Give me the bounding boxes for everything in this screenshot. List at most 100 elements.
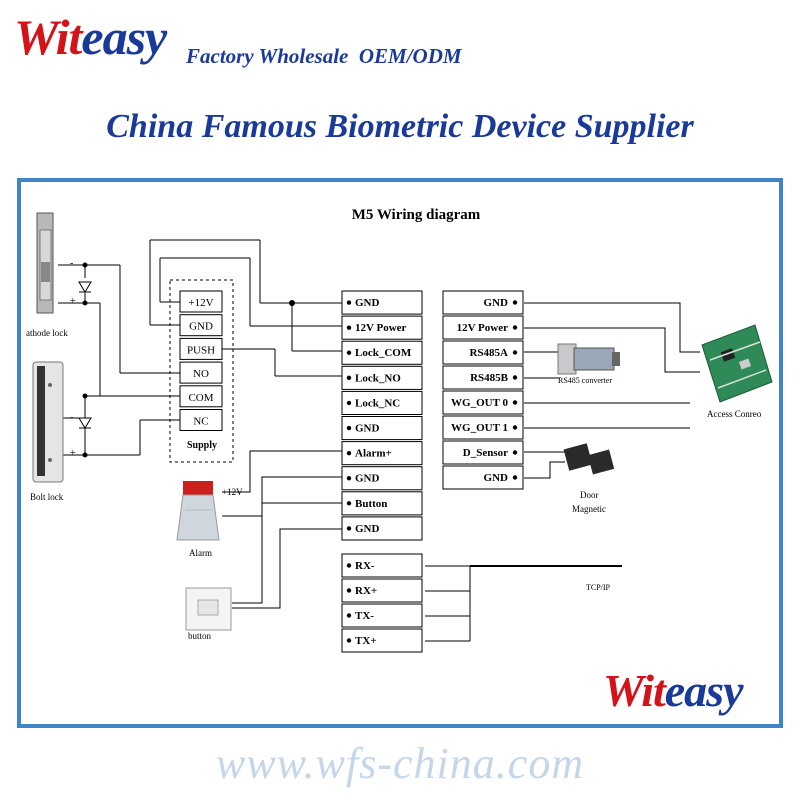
diode-icon — [78, 281, 92, 293]
supply-terminal — [179, 314, 223, 337]
door-magnetic-label-1: Door — [580, 490, 599, 500]
terminal-dot — [346, 526, 352, 531]
terminal-dot — [512, 425, 518, 430]
brand-logo-top: Witeasy — [14, 9, 167, 65]
terminal-label: RS485A — [469, 347, 508, 359]
terminal-cell — [341, 491, 423, 516]
terminal-cell — [442, 315, 524, 340]
alarm-label: Alarm — [189, 548, 212, 558]
alarm-icon — [176, 481, 220, 541]
brand-logo-bottom-part1: Wit — [603, 665, 666, 716]
brand-logo-part1: Wit — [14, 9, 82, 65]
terminal-dot — [346, 375, 352, 381]
supply-terminal-label: NO — [193, 368, 209, 380]
terminal-dot — [346, 325, 352, 330]
button-label: button — [188, 631, 212, 641]
supply-label: Supply — [187, 440, 217, 451]
terminal-dot — [346, 638, 352, 643]
supply-terminal-label: GND — [189, 321, 213, 333]
brand-logo-part2: easy — [81, 9, 167, 65]
tagline: Factory Wholesale OEM/ODM — [186, 44, 462, 68]
door-magnetic-label-2: Magnetic — [572, 504, 606, 514]
terminal-dot — [346, 563, 352, 568]
supply-terminal-label: COM — [188, 392, 213, 404]
terminal-cell — [341, 390, 423, 415]
access-controller-label: Access Conreo — [707, 409, 762, 419]
terminal-dot — [346, 613, 352, 618]
terminal-label: WG_OUT 0 — [451, 397, 508, 409]
supply-terminals: +12V GND PUSH NO COM NC — [179, 290, 223, 431]
terminal-label: Lock_NO — [355, 372, 401, 384]
terminal-cell — [341, 416, 423, 441]
rs485-converter-icon — [557, 343, 620, 375]
terminal-label: GND — [484, 297, 509, 309]
door-magnetic-icon — [563, 443, 615, 475]
terminal-label: RS485B — [470, 372, 509, 384]
supply-terminal-label: +12V — [188, 297, 213, 309]
polarity-plus-2: + — [70, 448, 76, 459]
supply-terminal — [179, 337, 223, 360]
terminal-dot — [346, 350, 352, 355]
terminal-dot — [512, 400, 518, 405]
terminal-label: Alarm+ — [355, 448, 392, 460]
terminal-dot — [512, 350, 518, 355]
bolt-lock-label: Bolt lock — [30, 492, 64, 502]
supply-terminal — [179, 385, 223, 408]
terminal-dot — [512, 375, 518, 380]
cathode-lock-label: athode lock — [26, 328, 68, 338]
terminal-cell — [341, 441, 423, 466]
terminal-cell — [341, 516, 423, 541]
terminal-label: TX+ — [355, 635, 377, 647]
terminal-cell — [341, 603, 423, 628]
supply-box — [169, 279, 234, 463]
terminal-dot — [346, 501, 352, 506]
terminal-cell — [341, 340, 423, 365]
supply-terminal — [179, 361, 223, 384]
brand-logo-bottom: Witeasy — [603, 665, 744, 716]
terminal-label: WG_OUT 1 — [451, 422, 508, 434]
button-icon — [185, 587, 232, 631]
comm-terminal-block: RX-RX+TX-TX+ — [341, 553, 423, 653]
terminal-label: GND — [484, 472, 509, 484]
supply-terminal — [179, 409, 223, 431]
terminal-cell — [442, 390, 524, 415]
terminal-cell — [341, 466, 423, 491]
tcpip-label: TCP/IP — [586, 583, 611, 592]
terminal-label: RX- — [355, 560, 375, 572]
terminal-label: GND — [355, 423, 380, 435]
alarm-voltage-label: +12V — [222, 487, 243, 497]
website-watermark: www.wfs-china.com — [215, 739, 585, 788]
terminal-label: GND — [355, 523, 380, 535]
terminal-cell — [442, 290, 524, 315]
terminal-dot — [512, 300, 518, 305]
headline: China Famous Biometric Device Supplier — [106, 108, 694, 145]
terminal-label: Button — [355, 498, 387, 510]
polarity-minus-2: - — [70, 412, 73, 423]
supply-terminal-label: NC — [193, 416, 208, 428]
terminal-cell — [341, 578, 423, 603]
terminal-dot — [346, 425, 352, 431]
polarity-plus-1: + — [70, 296, 76, 307]
supply-terminal-label: PUSH — [187, 344, 215, 356]
terminal-cell — [341, 553, 423, 578]
diagram-title: M5 Wiring diagram — [352, 207, 481, 223]
terminal-cell — [341, 290, 423, 315]
terminal-dot — [346, 450, 352, 456]
terminal-dot — [346, 476, 352, 481]
terminal-cell — [442, 465, 524, 490]
terminal-label: 12V Power — [457, 322, 509, 334]
terminal-cell — [442, 365, 524, 390]
terminal-label: D_Sensor — [463, 447, 508, 459]
terminal-cell — [442, 440, 524, 465]
junction-dot — [289, 300, 295, 306]
polarity-minus-1: - — [70, 258, 73, 269]
terminal-label: TX- — [355, 610, 374, 622]
terminal-cell — [341, 365, 423, 390]
diagram-frame: - + - + M5 Wiring diagram +12V GND PUSH NO C… — [17, 178, 783, 728]
rs485-converter-label: RS485 converter — [558, 376, 612, 385]
diode-icon — [78, 417, 92, 429]
terminal-cell — [341, 315, 423, 340]
cathode-lock-icon — [36, 212, 54, 314]
